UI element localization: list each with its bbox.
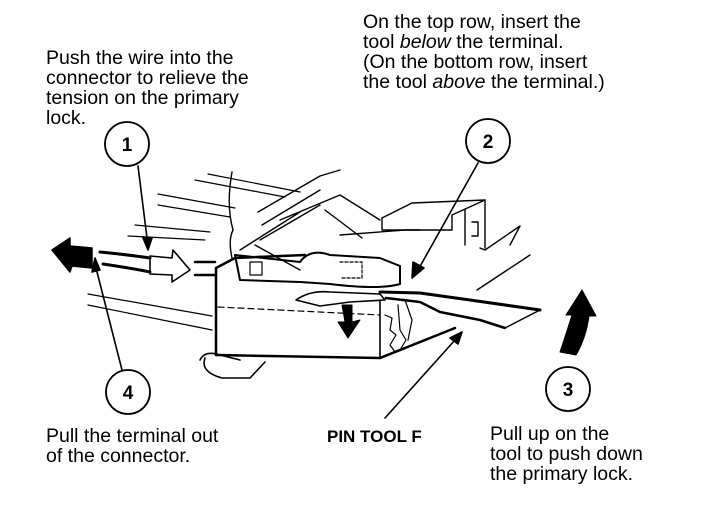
pin-tool [378, 290, 542, 330]
pin-tool-label: PIN TOOL F [327, 427, 422, 446]
wire-line [98, 250, 152, 260]
rear-connector [239, 169, 531, 291]
callout-1: 1 [104, 121, 150, 167]
callout-4-number: 4 [123, 383, 134, 404]
step-3-text: Pull up on the tool to push down the pri… [490, 423, 643, 485]
callout-1-number: 1 [122, 135, 133, 156]
pull-arrow-icon [51, 237, 93, 273]
motion-lines [87, 173, 301, 331]
terminal [234, 251, 401, 288]
pull-up-arrow-icon [559, 289, 597, 356]
callout-2-number: 2 [483, 132, 494, 153]
leader-lines [91, 162, 479, 419]
push-arrow-icon [149, 249, 191, 283]
step-2-text: On the top row, insert the tool below th… [363, 11, 605, 93]
step-4-text: Pull the terminal out of the connector. [46, 425, 219, 467]
callout-3-number: 3 [563, 380, 574, 401]
lock-down-arrow-icon [337, 304, 361, 339]
callout-4: 4 [105, 369, 151, 415]
callout-2: 2 [465, 118, 511, 164]
step-1-text: Push the wire into the connector to reli… [46, 47, 249, 129]
front-connector-body [199, 171, 457, 379]
callout-3: 3 [545, 366, 591, 412]
